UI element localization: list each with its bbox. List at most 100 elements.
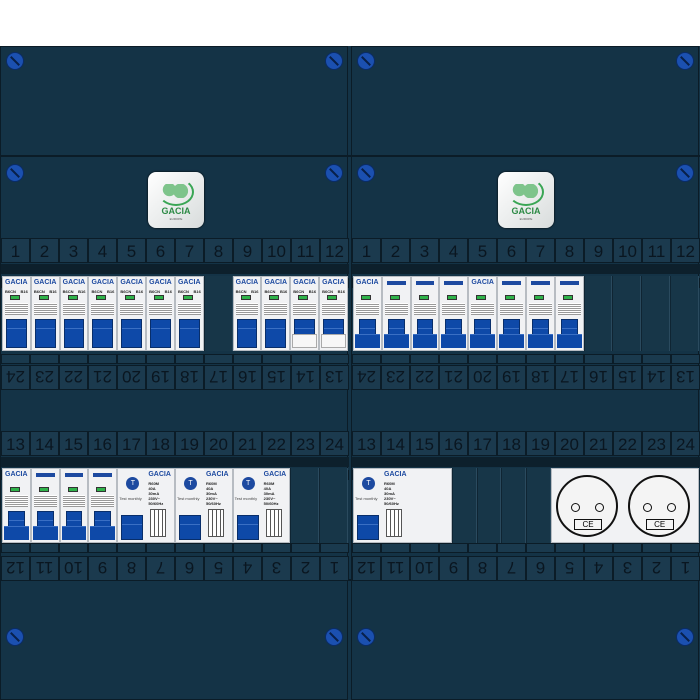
circuit-number: 15 <box>613 365 642 390</box>
test-label: Test monthly <box>355 496 378 501</box>
circuit-number: 1 <box>320 556 349 581</box>
socket-hole <box>571 503 581 512</box>
circuit-number: 15 <box>262 365 291 390</box>
screw-icon[interactable] <box>325 164 343 182</box>
circuit-number: 18 <box>175 365 204 390</box>
brand-label: GACIA <box>177 279 201 286</box>
circuit-number: 16 <box>88 431 117 456</box>
circuit-number: 2 <box>291 556 320 581</box>
circuit-number: 24 <box>671 431 700 456</box>
screw-icon[interactable] <box>676 628 694 646</box>
circuit-number: 12 <box>671 238 700 263</box>
breaker-base <box>499 334 524 348</box>
spec-text <box>442 303 466 315</box>
label-tab <box>175 354 204 364</box>
circuit-number: 17 <box>117 431 146 456</box>
screw-icon[interactable] <box>676 52 694 70</box>
label-tab <box>671 354 700 364</box>
spec-text <box>500 303 523 315</box>
breaker-lever[interactable] <box>236 515 259 540</box>
circuit-number: 4 <box>233 556 262 581</box>
breaker-lever[interactable] <box>150 319 171 348</box>
label-tab <box>146 354 175 364</box>
wiring-schematic <box>150 509 167 537</box>
test-button[interactable]: T <box>126 477 140 490</box>
pole-bar <box>64 473 84 477</box>
breaker-lever[interactable] <box>357 515 379 540</box>
four-pole-breaker: GACIA <box>468 276 584 351</box>
circuit-number: 23 <box>642 431 671 456</box>
ce-mark: CE <box>574 519 603 530</box>
socket-hole <box>642 503 652 512</box>
breaker-base <box>527 334 553 348</box>
rating-label: B16 <box>337 289 345 294</box>
breaker-lever[interactable] <box>63 319 85 348</box>
screw-icon[interactable] <box>325 52 343 70</box>
screw-icon[interactable] <box>676 164 694 182</box>
screw-icon[interactable] <box>325 628 343 646</box>
circuit-number: 8 <box>555 238 584 263</box>
breaker-lever[interactable] <box>6 319 27 348</box>
rating-label: B16 <box>251 289 259 294</box>
spec-text <box>471 303 495 315</box>
spec-text <box>5 303 28 315</box>
spec-text <box>120 303 144 315</box>
breaker-pole: GACIA <box>353 276 382 351</box>
label-tab <box>320 354 349 364</box>
breaker-lever[interactable] <box>121 319 143 348</box>
status-indicator <box>269 295 280 300</box>
schuko-socket[interactable]: CE <box>627 475 690 537</box>
label-tab-row <box>352 543 700 553</box>
test-button[interactable]: T <box>241 477 255 490</box>
screw-icon[interactable] <box>6 52 24 70</box>
label-tab <box>613 354 642 364</box>
four-pole-breaker: GACIA <box>353 276 469 351</box>
test-button[interactable]: T <box>183 477 197 490</box>
circuit-number: 18 <box>526 365 555 390</box>
screw-icon[interactable] <box>357 52 375 70</box>
blank-slot <box>525 468 551 543</box>
screw-icon[interactable] <box>6 628 24 646</box>
brand-label: GACIA <box>384 471 407 478</box>
rating-label: B16 <box>135 289 144 294</box>
screw-icon[interactable] <box>357 164 375 182</box>
continents-icon <box>161 184 189 198</box>
blank-slot <box>583 276 613 351</box>
screw-icon[interactable] <box>357 628 375 646</box>
circuit-number: 12 <box>1 556 30 581</box>
status-indicator <box>447 295 458 300</box>
schuko-socket[interactable]: CE <box>556 475 619 537</box>
label-tab <box>381 354 410 364</box>
screw-icon[interactable] <box>6 164 24 182</box>
logo-subtext: EUROPE <box>169 217 183 221</box>
brand-label: GACIA <box>5 279 28 286</box>
breaker-lever[interactable] <box>265 319 287 348</box>
brand-label: GACIA <box>91 279 115 286</box>
breaker-lever[interactable] <box>34 319 56 348</box>
rating-label: B16 <box>279 289 288 294</box>
circuit-number: 8 <box>204 238 233 263</box>
breaker-lever[interactable] <box>92 319 114 348</box>
breaker-lever[interactable] <box>178 515 201 540</box>
label-tab <box>468 354 497 364</box>
circuit-number: 7 <box>175 238 204 263</box>
blank-cap <box>321 334 346 348</box>
spec-text <box>413 303 437 315</box>
spec-rating: 40A <box>384 486 392 491</box>
breaker-lever[interactable] <box>121 515 144 540</box>
breaker-lever[interactable] <box>236 319 258 348</box>
test-button[interactable]: T <box>362 477 375 490</box>
breaker-base <box>441 334 467 348</box>
label-tab <box>439 543 468 553</box>
wiring-schematic <box>207 509 224 537</box>
circuit-number: 22 <box>410 365 439 390</box>
label-tab <box>584 354 613 364</box>
breaker-lever[interactable] <box>178 319 200 348</box>
